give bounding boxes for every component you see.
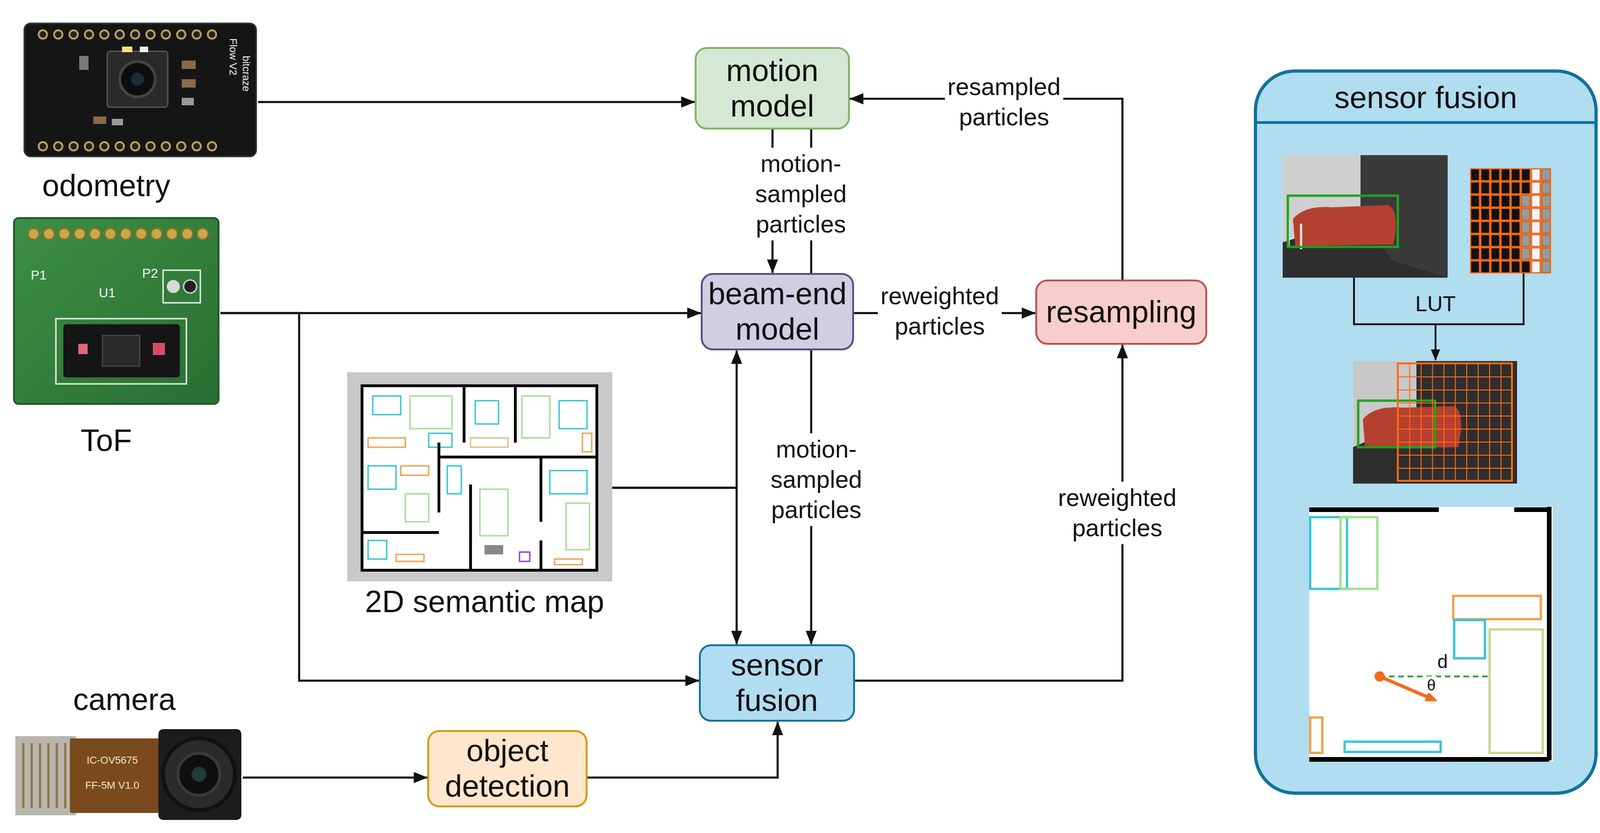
board-marking: FF-5M V1.0 xyxy=(85,780,140,791)
process-box: sensor fusion xyxy=(698,644,855,723)
tof-board-photo xyxy=(12,216,221,406)
box-label: motion model xyxy=(701,53,844,124)
process-box: resampling xyxy=(1035,279,1208,345)
pin-name: P2 xyxy=(142,266,158,281)
flow-arrow xyxy=(258,101,695,104)
flow-arrow xyxy=(612,350,737,488)
edge-label: motion-sampled particles xyxy=(767,433,866,527)
flow-arrow xyxy=(242,776,428,780)
local-map xyxy=(1309,506,1553,762)
angle-symbol: θ xyxy=(1425,676,1438,694)
process-label: LUT xyxy=(1415,293,1457,315)
image-caption: ToF xyxy=(2,423,210,459)
board-marking: Flow V2 xyxy=(227,38,239,76)
tof-depth-grid xyxy=(1470,168,1552,274)
fused-photo xyxy=(1353,361,1518,484)
edge-label: reweighted particles xyxy=(1055,481,1180,545)
panel-heading: sensor fusion xyxy=(1257,72,1595,123)
process-box: motion model xyxy=(694,47,850,130)
tof-board xyxy=(13,218,219,404)
box-label: object detection xyxy=(433,733,582,805)
flow-arrow xyxy=(220,313,699,681)
image-caption: odometry xyxy=(2,168,210,204)
camera-module xyxy=(15,729,242,821)
sensor-photo: camera xyxy=(14,724,243,823)
box-label: resampling xyxy=(1046,294,1197,330)
box-label: beam-end model xyxy=(707,276,848,348)
edge-label: resampled particles xyxy=(944,70,1064,134)
odometry-board-photo xyxy=(22,20,259,159)
edge-label: reweighted particles xyxy=(877,280,1002,343)
process-box: object detection xyxy=(427,730,588,808)
odometry-board xyxy=(24,23,257,157)
box-label: sensor fusion xyxy=(705,647,849,719)
board-marking: bitcraze xyxy=(240,55,252,92)
pin-name: P1 xyxy=(30,268,47,282)
board-marking: IC-OV5675 xyxy=(86,755,138,766)
sensor-photo: ToF xyxy=(12,216,221,406)
sensor-photo: odometry xyxy=(22,20,259,159)
image-caption: 2D semantic map xyxy=(321,584,648,620)
flow-arrow xyxy=(612,487,737,645)
distance-symbol: d xyxy=(1435,651,1450,672)
map-image: 2D semantic map xyxy=(347,372,613,582)
edge-label: motion-sampled particles xyxy=(752,147,850,241)
image-caption: camera xyxy=(2,682,247,718)
floor-plan xyxy=(347,372,613,582)
process-box: beam-end model xyxy=(700,273,855,351)
camera-photo xyxy=(1282,155,1448,278)
camera-module-photo xyxy=(14,724,243,823)
semantic-map-image xyxy=(347,372,613,582)
part-name: U1 xyxy=(98,286,116,300)
flow-arrow xyxy=(587,721,778,778)
